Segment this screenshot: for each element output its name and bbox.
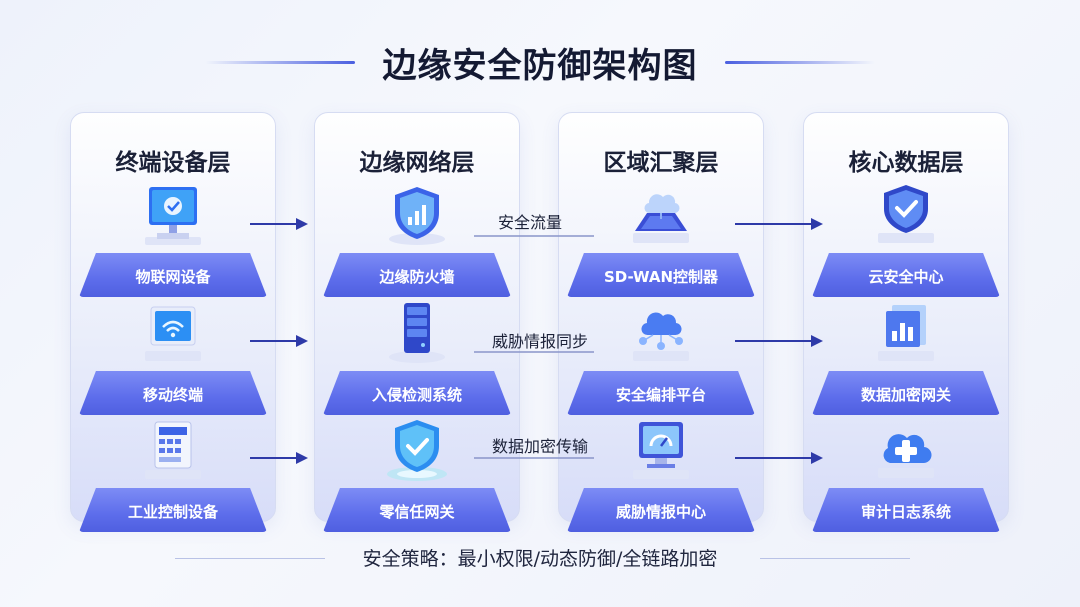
column-title: 核心数据层	[848, 150, 964, 176]
node-label: 威胁情报中心	[615, 503, 706, 521]
arrow-row1-col3-col4	[735, 214, 825, 234]
arrow-row2-col3-col4	[735, 331, 825, 351]
column-edge-network-layer: 边缘网络层 边缘防火墙 入侵检测系	[314, 112, 520, 532]
security-policy-footer: 安全策略：最小权限/动态防御/全链路加密	[362, 548, 718, 570]
node-label: 边缘防火墙	[379, 268, 455, 286]
node-plate	[812, 371, 1000, 415]
node-label: 云安全中心	[868, 268, 944, 286]
footer-decor-line-right	[760, 558, 910, 559]
node-plate	[79, 253, 267, 297]
node-plate	[567, 253, 755, 297]
node-plate	[812, 488, 1000, 532]
arrow-row3-col1-col2	[250, 448, 310, 468]
cloud-plus-icon	[866, 418, 946, 482]
column-title: 边缘网络层	[359, 150, 475, 176]
column-core-data-layer: 核心数据层 云安全中心 数据加密网关	[803, 112, 1009, 532]
title-decor-line-left	[205, 61, 355, 64]
arrow-row3-col2-col3	[474, 448, 594, 468]
node-zero-trust-gateway[interactable]: 零信任网关	[315, 418, 519, 532]
node-label: 移动终端	[142, 386, 203, 404]
shield-chart-icon	[377, 183, 457, 247]
node-edge-firewall[interactable]: 边缘防火墙	[315, 183, 519, 297]
node-label: 入侵检测系统	[371, 386, 462, 404]
node-label: 数据加密网关	[860, 386, 951, 404]
cloud-network-icon	[621, 301, 701, 365]
shield-check-icon	[377, 418, 457, 482]
node-label: 工业控制设备	[127, 503, 218, 521]
node-label: 零信任网关	[379, 503, 455, 521]
flow-label-encrypted-transfer: 数据加密传输	[491, 437, 588, 456]
wifi-monitor-icon	[133, 301, 213, 365]
title-bar: 边缘安全防御架构图	[0, 38, 1080, 90]
column-title: 终端设备层	[115, 150, 231, 176]
node-sdwan-controller[interactable]: SD-WAN控制器	[559, 183, 763, 297]
shield-check-icon	[866, 183, 946, 247]
node-cloud-security-center[interactable]: 云安全中心	[804, 183, 1008, 297]
footer-bar: 安全策略：最小权限/动态防御/全链路加密	[0, 544, 1080, 574]
node-label: SD-WAN控制器	[603, 268, 719, 286]
industrial-controller-icon	[133, 418, 213, 482]
page-title: 边缘安全防御架构图	[382, 46, 698, 86]
node-mobile-terminal[interactable]: 移动终端	[71, 301, 275, 415]
arrow-row2-col2-col3	[474, 342, 594, 362]
monitor-shield-icon	[133, 183, 213, 247]
node-plate	[323, 488, 511, 532]
footer-decor-line-left	[175, 558, 325, 559]
node-plate	[567, 488, 755, 532]
arrow-row1-col1-col2	[250, 214, 310, 234]
monitor-gauge-icon	[621, 418, 701, 482]
node-plate	[79, 488, 267, 532]
node-security-orchestration[interactable]: 安全编排平台	[559, 301, 763, 415]
node-plate	[567, 371, 755, 415]
flow-label-threat-sync: 威胁情报同步	[491, 332, 588, 351]
title-decor-line-right	[725, 61, 875, 64]
arrow-row1-col2-col3	[474, 226, 594, 246]
node-label: 安全编排平台	[615, 386, 706, 404]
column-terminal-layer: 终端设备层 物联网设备	[70, 112, 276, 532]
node-data-encryption-gateway[interactable]: 数据加密网关	[804, 301, 1008, 415]
node-label: 物联网设备	[135, 268, 211, 286]
node-industrial-control[interactable]: 工业控制设备	[71, 418, 275, 532]
column-regional-aggregation-layer: 区域汇聚层 SD-WAN控制器	[558, 112, 764, 532]
node-iot-device[interactable]: 物联网设备	[71, 183, 275, 297]
node-plate	[323, 371, 511, 415]
node-audit-log-system[interactable]: 审计日志系统	[804, 418, 1008, 532]
cloud-controller-icon	[621, 183, 701, 247]
server-icon	[377, 301, 457, 365]
node-intrusion-detection[interactable]: 入侵检测系统	[315, 301, 519, 415]
node-threat-intel-center[interactable]: 威胁情报中心	[559, 418, 763, 532]
arrow-row3-col3-col4	[735, 448, 825, 468]
node-label: 审计日志系统	[860, 503, 951, 521]
node-plate	[79, 371, 267, 415]
flow-label-secure-traffic: 安全流量	[497, 213, 562, 232]
node-plate	[812, 253, 1000, 297]
column-title: 区域汇聚层	[603, 150, 719, 176]
arrow-row2-col1-col2	[250, 331, 310, 351]
data-panel-icon	[866, 301, 946, 365]
node-plate	[323, 253, 511, 297]
